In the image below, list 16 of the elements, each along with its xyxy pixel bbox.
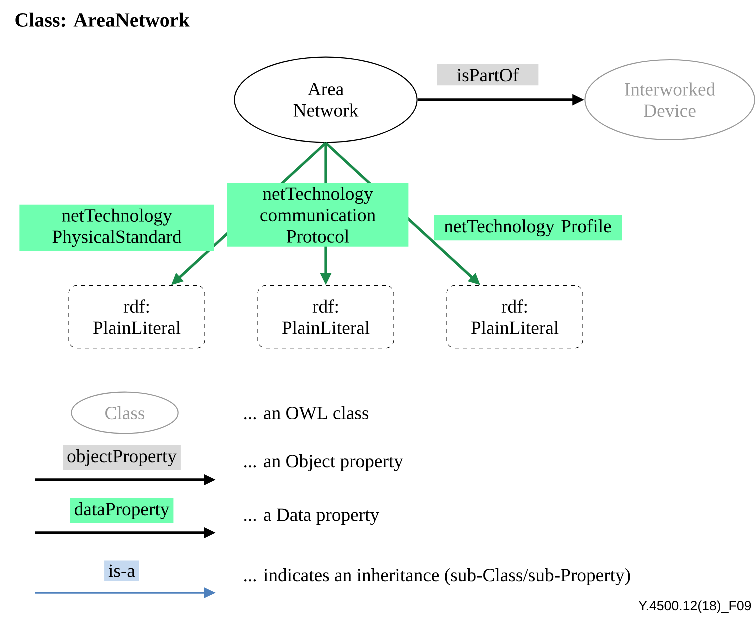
property-label: objectProperty	[63, 446, 181, 470]
legend-text: ... indicates an inheritance (sub-Class/sub-Property)	[244, 568, 630, 586]
edge-label: isPartOf	[437, 64, 539, 86]
figure-id: Y.4500.12(18)_F09	[638, 600, 752, 614]
legend-text: ... an Object property	[244, 454, 404, 472]
title: Class: AreaNetwork	[16, 12, 190, 28]
property-label: dataProperty	[70, 498, 174, 524]
property-label: is-a	[104, 560, 140, 582]
literal-box: rdf: PlainLiteral	[258, 285, 394, 349]
edge-label: netTechnology communication Protocol	[227, 183, 409, 247]
legend-text: ... a Data property	[244, 508, 380, 526]
edge-label: netTechnology Profile	[434, 215, 622, 241]
literal-box: rdf: PlainLiteral	[446, 285, 584, 349]
literal-box: rdf: PlainLiteral	[68, 285, 206, 349]
edge-label: netTechnology PhysicalStandard	[20, 204, 214, 252]
legend-text: ... an OWL class	[244, 406, 369, 420]
